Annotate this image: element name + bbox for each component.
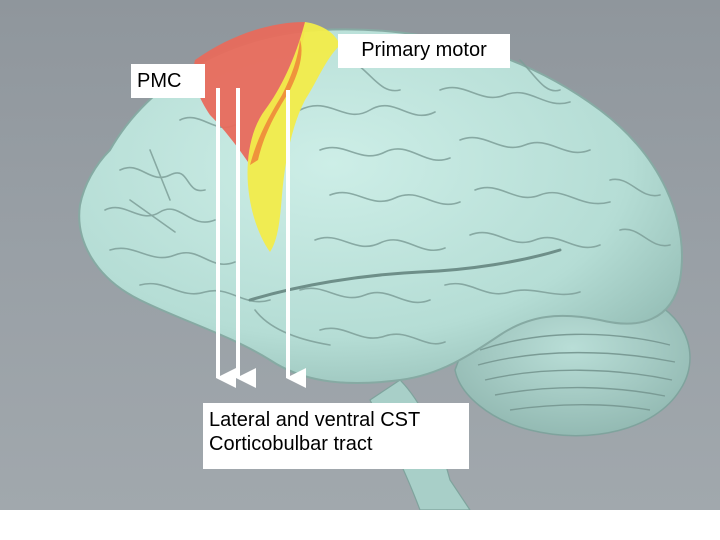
pmc-region: [193, 22, 305, 165]
cerebellum-folia: [477, 333, 676, 411]
tracts-label: Lateral and ventral CST Corticobulbar tr…: [203, 403, 469, 469]
tracts-label-line-1: Lateral and ventral CST: [209, 409, 421, 431]
bottom-strip: [0, 510, 720, 540]
gyri-texture: [104, 59, 671, 346]
lateral-sulcus: [248, 248, 562, 302]
descending-arrows: [216, 88, 306, 388]
primary-motor-region: [247, 22, 340, 252]
overlap-region: [250, 40, 302, 165]
tracts-label-line-2: Corticobulbar tract: [209, 433, 373, 455]
pmc-label: PMC: [131, 64, 205, 98]
primary-motor-label: Primary motor: [338, 34, 510, 68]
